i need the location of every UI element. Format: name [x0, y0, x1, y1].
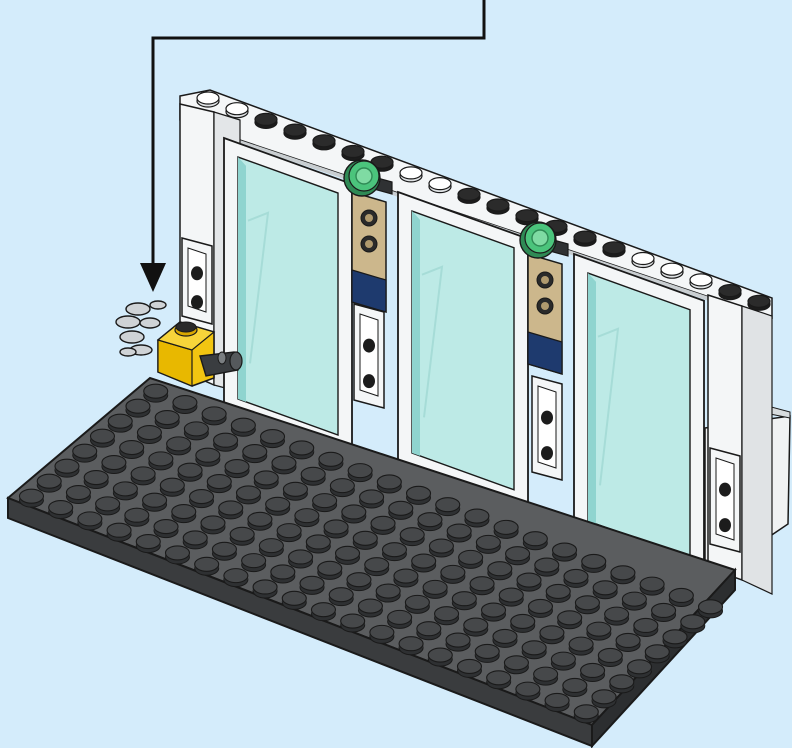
technic-sill: [532, 376, 562, 480]
beam-stud: [342, 146, 364, 161]
glass-pane: [412, 211, 514, 490]
window-frame: [224, 138, 352, 454]
beam-stud: [400, 167, 422, 182]
beam-stud: [197, 92, 219, 107]
window-frame: [398, 192, 528, 509]
beam-stud: [661, 263, 683, 278]
beam-stud: [284, 124, 306, 139]
beam-stud: [574, 231, 596, 246]
technic-sill: [710, 448, 740, 552]
arrow-down-icon: [140, 263, 166, 292]
glass-pane: [238, 157, 338, 435]
beam-stud: [690, 274, 712, 289]
beam-stud: [603, 242, 625, 257]
beam-stud: [313, 135, 335, 150]
beam-stud: [487, 199, 509, 214]
beam-stud: [255, 113, 277, 128]
beam-stud: [632, 253, 654, 268]
technic-sill: [182, 238, 212, 324]
beam-stud: [458, 188, 480, 203]
beam-stud: [429, 178, 451, 193]
beam-stud: [719, 285, 741, 300]
beam-stud: [226, 103, 248, 118]
glass-pane: [588, 273, 690, 558]
technic-sill: [354, 304, 384, 408]
green-round-plate: [344, 160, 380, 196]
beam-stud: [748, 295, 770, 310]
green-round-plate: [520, 222, 556, 258]
